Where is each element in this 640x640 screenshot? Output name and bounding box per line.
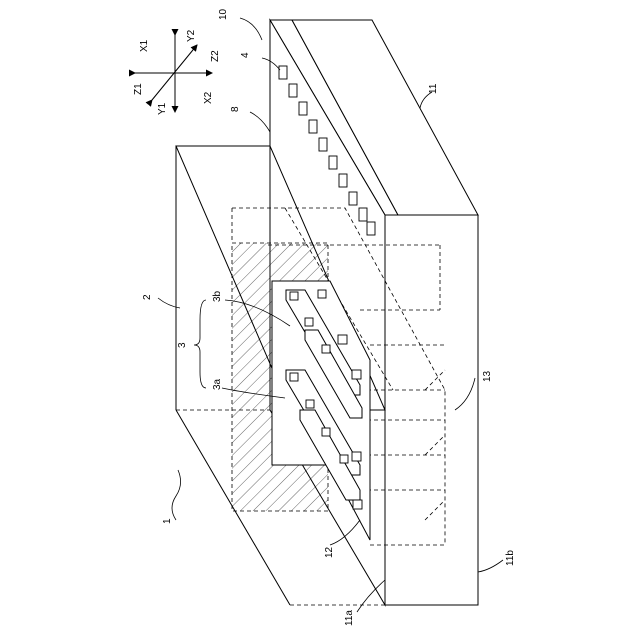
axis-label-x1: X1 [139, 39, 150, 52]
label-10: 10 [218, 8, 229, 20]
terminal [279, 66, 287, 79]
pad [290, 373, 298, 381]
pad [340, 455, 348, 463]
axis-label-x2: X2 [203, 91, 214, 104]
label-11b: 11b [505, 550, 516, 566]
terminal [309, 120, 317, 133]
leader-1 [172, 470, 181, 520]
axis-label-y1: Y1 [157, 102, 168, 115]
pad [338, 335, 347, 344]
terminal [289, 84, 297, 97]
pad [322, 428, 330, 436]
terminal [359, 208, 367, 221]
terminal [319, 138, 327, 151]
leader-8 [250, 112, 270, 132]
terminal [349, 192, 357, 205]
pad [352, 370, 361, 379]
label-12: 12 [324, 546, 335, 558]
pad [352, 452, 361, 461]
label-1: 1 [162, 518, 173, 524]
leader-11b [478, 560, 503, 572]
label-8: 8 [230, 106, 241, 112]
bottom-face-11b [385, 215, 478, 605]
terminal [329, 156, 337, 169]
label-13: 13 [482, 370, 493, 382]
axes-indicator: X1 X2 Y2 Y1 Z1 Z2 [133, 29, 221, 115]
pad [318, 290, 326, 298]
pad [305, 318, 313, 326]
label-3b: 3b [212, 290, 223, 302]
label-11a: 11a [344, 610, 355, 626]
terminal [339, 174, 347, 187]
terminal [299, 102, 307, 115]
brace-3 [194, 300, 206, 388]
label-3a: 3a [212, 378, 223, 390]
pad [306, 400, 314, 408]
leader-2 [158, 298, 180, 308]
axis-label-z1: Z1 [133, 83, 144, 95]
label-2: 2 [142, 294, 153, 300]
pad [322, 345, 330, 353]
axis-label-z2: Z2 [210, 50, 221, 62]
label-11: 11 [428, 83, 439, 94]
leader-10 [240, 18, 262, 40]
pad [290, 292, 298, 300]
label-3: 3 [177, 342, 188, 348]
terminal [367, 222, 375, 235]
axis-label-y2: Y2 [186, 29, 197, 42]
label-4: 4 [240, 52, 251, 58]
pad [353, 500, 362, 509]
